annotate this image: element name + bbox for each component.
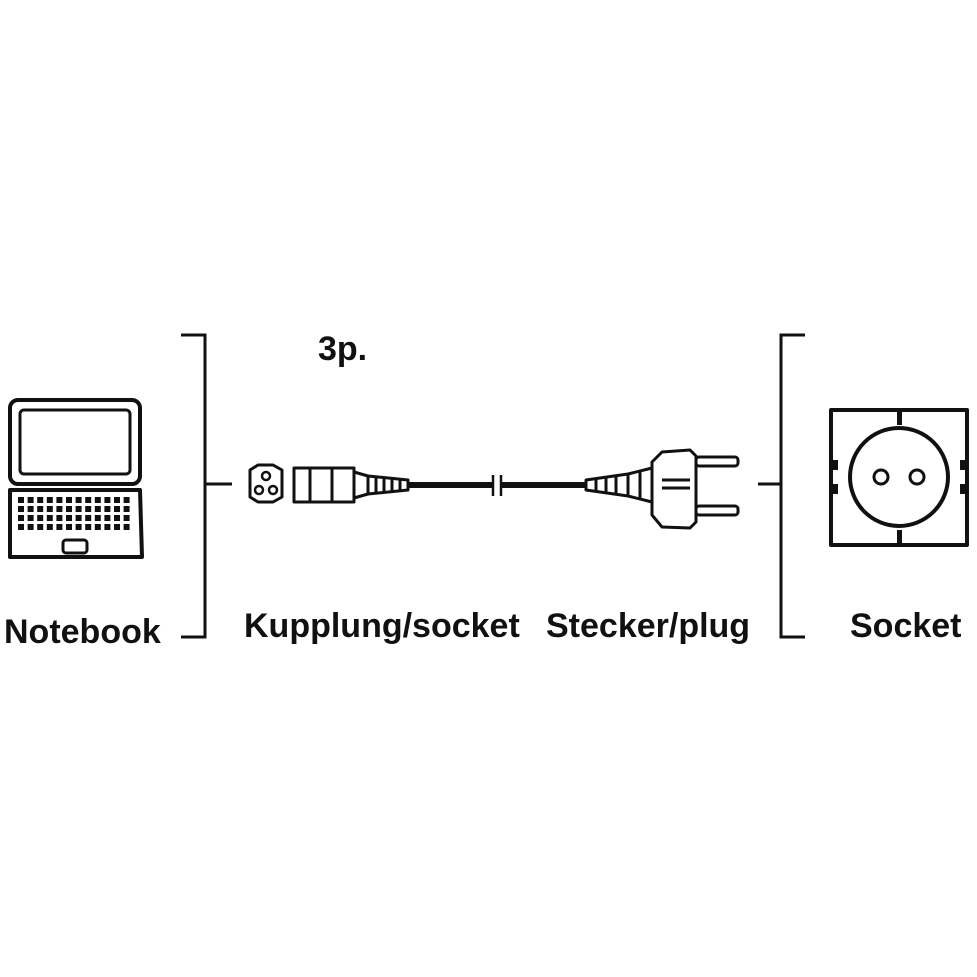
keyboard-key	[18, 515, 24, 521]
keyboard-key	[85, 524, 92, 530]
schuko-wall-socket-icon	[829, 408, 969, 547]
keyboard-key	[123, 524, 130, 530]
laptop-icon	[8, 398, 144, 559]
notebook-bracket	[181, 333, 232, 639]
keyboard-key	[46, 497, 53, 503]
keyboard-key	[104, 497, 111, 503]
keyboard-key	[27, 497, 34, 503]
c5-coupler-face-icon	[248, 463, 284, 504]
keyboard-key	[75, 524, 82, 530]
keyboard-key	[75, 497, 82, 503]
keyboard-key	[37, 515, 44, 521]
keyboard-key	[37, 497, 44, 503]
keyboard-key	[114, 515, 120, 521]
power-cable	[408, 475, 586, 496]
keyboard-key	[94, 524, 101, 530]
keyboard-key	[114, 497, 120, 503]
keyboard-key	[104, 515, 111, 521]
notebook-label: Notebook	[4, 613, 161, 651]
keyboard-key	[66, 524, 72, 530]
keyboard-key	[46, 506, 53, 512]
keyboard-key	[66, 506, 72, 512]
pin-count-label: 3p.	[318, 330, 367, 368]
coupler-label: Kupplung/socket	[244, 607, 520, 645]
keyboard-key	[104, 524, 111, 530]
keyboard-key	[27, 515, 34, 521]
keyboard-key	[94, 515, 101, 521]
keyboard-key	[18, 524, 24, 530]
schuko-plug-icon	[584, 448, 740, 530]
keyboard-key	[46, 524, 53, 530]
keyboard-key	[123, 515, 130, 521]
keyboard-key	[75, 515, 82, 521]
keyboard-key	[114, 524, 120, 530]
keyboard-key	[94, 506, 101, 512]
keyboard-key	[18, 506, 24, 512]
keyboard-key	[85, 497, 92, 503]
keyboard-key	[66, 497, 72, 503]
keyboard-key	[94, 497, 101, 503]
wall-socket-label: Socket	[850, 607, 962, 645]
keyboard-key	[75, 506, 82, 512]
plug-label: Stecker/plug	[546, 607, 750, 645]
socket-bracket	[758, 333, 805, 639]
keyboard-key	[56, 524, 63, 530]
keyboard-keys	[18, 497, 130, 530]
keyboard-key	[123, 506, 130, 512]
keyboard-key	[46, 515, 53, 521]
keyboard-key	[114, 506, 120, 512]
keyboard-key	[66, 515, 72, 521]
keyboard-key	[104, 506, 111, 512]
keyboard-key	[27, 506, 34, 512]
c5-coupler-connector-icon	[292, 466, 410, 504]
keyboard-key	[56, 506, 63, 512]
keyboard-key	[56, 515, 63, 521]
keyboard-key	[18, 497, 24, 503]
keyboard-key	[37, 524, 44, 530]
keyboard-key	[85, 506, 92, 512]
keyboard-key	[56, 497, 63, 503]
keyboard-key	[123, 497, 130, 503]
keyboard-key	[27, 524, 34, 530]
keyboard-key	[85, 515, 92, 521]
keyboard-key	[37, 506, 44, 512]
